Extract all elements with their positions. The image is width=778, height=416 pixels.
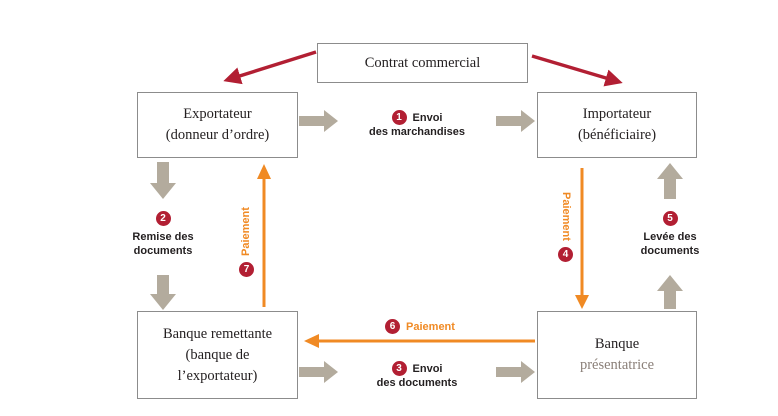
levee-arrow-top [657, 163, 683, 199]
exportateur-subtitle: (donneur d’ordre) [165, 127, 270, 143]
step-2-label: 2 Remise des documents [118, 211, 208, 258]
goods-arrow-in [299, 110, 338, 132]
step-7-text: Paiement [240, 207, 252, 256]
contract-arrow-left [223, 50, 317, 85]
step-1-line1: Envoi [412, 111, 443, 124]
docs-arrow-in [299, 361, 338, 383]
step-6-label: 6 Paiement [365, 319, 475, 334]
goods-arrow-out [496, 110, 535, 132]
payment-arrow-6-head [304, 334, 319, 348]
step-2-badge: 2 [155, 211, 171, 226]
step-6-text: Paiement [406, 320, 455, 333]
step-5-line1: Levée des [643, 231, 697, 243]
levee-arrow-bottom [657, 275, 683, 309]
step-4-label: Paiement 4 [558, 192, 574, 274]
remise-arrow-bottom [150, 275, 176, 310]
step-3-label: 3 Envoi des documents [352, 361, 482, 390]
step-5-label: 5 Levée des documents [625, 211, 715, 258]
step-1-line2: des marchandises [369, 126, 465, 138]
contract-arrow-right [531, 54, 623, 87]
step-7-badge: 7 [238, 262, 254, 277]
remise-arrow-top [150, 162, 176, 199]
payment-arrow-4-head [575, 295, 589, 309]
exportateur-box: Exportateur (donneur d’ordre) [137, 92, 298, 158]
step-4-badge: 4 [558, 246, 574, 262]
step-3-line2: des documents [376, 377, 458, 389]
step-4-text: Paiement [560, 192, 572, 241]
contrat-commercial-box: Contrat commercial [317, 43, 528, 83]
banque-remettante-line1: Banque remettante [162, 325, 273, 342]
contrat-commercial-label: Contrat commercial [364, 54, 481, 71]
step-6-badge: 6 [385, 319, 401, 334]
importateur-title: Importateur [582, 106, 652, 122]
step-5-badge: 5 [662, 211, 678, 226]
importateur-box: Importateur (bénéficiaire) [537, 92, 697, 158]
banque-presentatrice-line1: Banque [594, 336, 640, 352]
banque-remettante-box: Banque remettante (banque de l’exportate… [137, 311, 298, 399]
step-1-badge: 1 [391, 110, 407, 125]
docs-arrow-out [496, 361, 535, 383]
step-3-line1: Envoi [412, 362, 443, 375]
step-5-line2: documents [640, 245, 700, 257]
importateur-subtitle: (bénéficiaire) [577, 127, 657, 143]
exportateur-title: Exportateur [183, 106, 252, 122]
banque-presentatrice-box: Banque présentatrice [537, 311, 697, 399]
banque-remettante-line3: l’exportateur) [177, 367, 258, 384]
payment-arrow-7-head [257, 164, 271, 179]
step-2-line1: Remise des [132, 231, 194, 243]
banque-remettante-line2: (banque de [185, 346, 250, 363]
banque-presentatrice-line2: présentatrice [579, 357, 655, 373]
step-1-label: 1 Envoi des marchandises [352, 110, 482, 139]
step-2-line2: documents [133, 245, 193, 257]
step-3-badge: 3 [391, 361, 407, 376]
step-7-label: 7 Paiement [238, 195, 254, 277]
